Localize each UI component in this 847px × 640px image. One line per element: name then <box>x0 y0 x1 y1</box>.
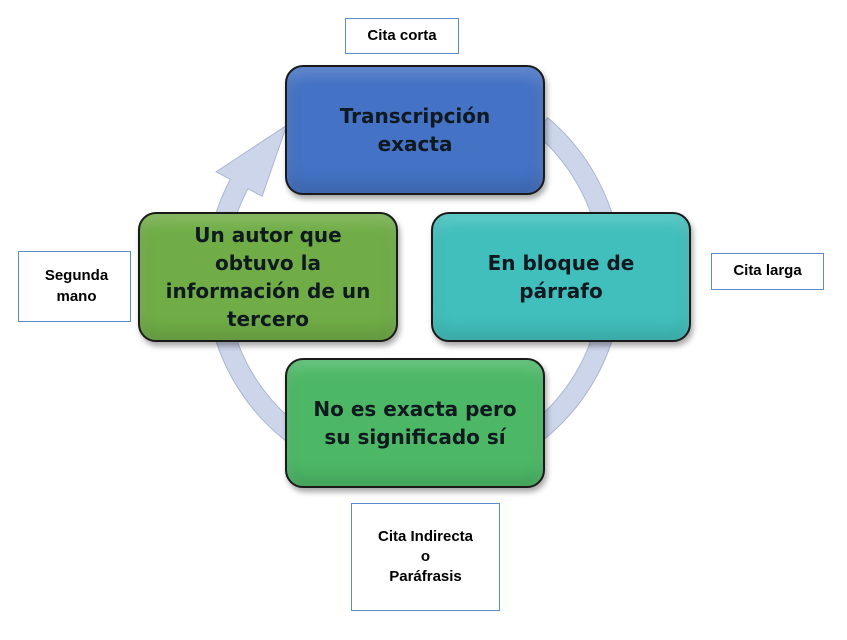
label-bottom-line-2: o <box>420 547 431 565</box>
label-right-text: Cita larga <box>733 262 802 280</box>
node-bloque-parrafo: En bloque de párrafo <box>431 212 691 342</box>
node-autor-tercero: Un autor que obtuvo la información de un… <box>138 212 398 342</box>
node-left-text: Un autor que obtuvo la información de un… <box>165 223 371 331</box>
label-cita-indirecta: Cita Indirecta o Paráfrasis <box>351 503 500 611</box>
node-no-exacta: No es exacta pero su significado sí <box>285 358 545 488</box>
node-right-text: En bloque de párrafo <box>487 251 635 303</box>
label-cita-larga: Cita larga <box>711 253 824 290</box>
label-cita-corta: Cita corta <box>345 18 459 54</box>
label-left-line-2: mano <box>56 287 97 305</box>
label-top-text: Cita corta <box>367 26 437 44</box>
node-bottom-text: No es exacta pero su significado sí <box>313 397 517 449</box>
label-segunda-mano: Segunda mano <box>18 251 131 322</box>
label-bottom-line-3: Paráfrasis <box>389 568 462 586</box>
circular-arrow-icon <box>205 116 623 486</box>
node-top-text: Transcripción exacta <box>339 104 491 156</box>
label-bottom-line-1: Cita Indirecta <box>377 527 474 545</box>
node-transcripcion-exacta: Transcripción exacta <box>285 65 545 195</box>
label-left-line-1: Segunda <box>44 267 109 285</box>
